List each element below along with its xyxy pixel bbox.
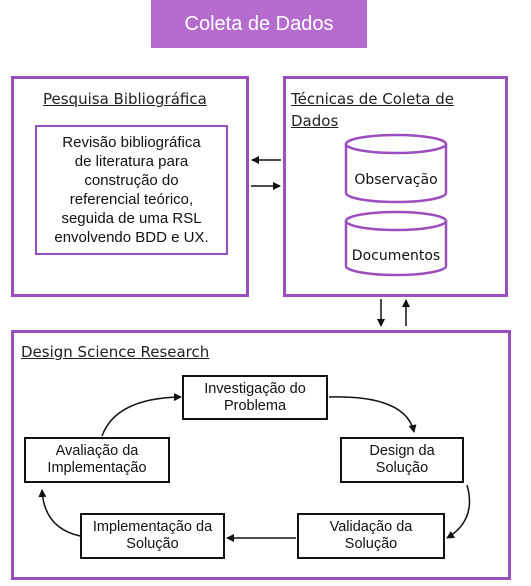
node-validacao-line2: Solução	[344, 536, 398, 552]
node-investigacao: Investigação do Problema	[182, 375, 328, 420]
node-implementacao: Implementação da Solução	[80, 513, 225, 559]
pesquisa-line: seguida de uma RSL	[61, 210, 202, 227]
pesquisa-line: construção do	[84, 172, 179, 189]
pesquisa-title: Pesquisa Bibliográfica	[43, 90, 207, 108]
pesquisa-line: envolvendo BDD e UX.	[54, 229, 209, 246]
node-design-line1: Design da	[369, 443, 435, 459]
tecnicas-title: Técnicas de Coleta de Dados	[291, 88, 454, 132]
pesquisa-line: de literatura para	[74, 153, 189, 170]
node-design-line2: Solução	[375, 460, 429, 476]
header-title: Coleta de Dados	[184, 12, 334, 35]
tecnicas-title-line1: Técnicas de Coleta de	[291, 90, 454, 108]
pesquisa-line: referencial teórico,	[69, 191, 194, 208]
node-investigacao-line2: Problema	[223, 397, 287, 414]
node-avaliacao-line2: Implementação	[47, 460, 147, 476]
pesquisa-description: Revisão bibliográfica de literatura para…	[54, 133, 208, 247]
documentos-label: Documentos	[351, 248, 441, 264]
node-avaliacao-line1: Avaliação da	[55, 443, 139, 459]
node-design: Design da Solução	[340, 437, 464, 483]
pesquisa-description-box: Revisão bibliográfica de literatura para…	[35, 125, 228, 255]
node-implementacao-line2: Solução	[126, 536, 179, 552]
node-avaliacao: Avaliação da Implementação	[24, 437, 170, 483]
node-implementacao-line1: Implementação da	[92, 519, 213, 535]
header-title-box: Coleta de Dados	[151, 0, 367, 48]
node-investigacao-line1: Investigação do	[204, 380, 306, 397]
pesquisa-line: Revisão bibliográfica	[62, 134, 201, 151]
tecnicas-title-line2: Dados	[291, 112, 339, 130]
node-validacao-line1: Validação da	[329, 519, 413, 535]
node-validacao: Validação da Solução	[297, 513, 445, 559]
dsr-title: Design Science Research	[21, 343, 210, 361]
pesquisa-panel	[11, 76, 249, 297]
observacao-label: Observação	[354, 172, 438, 188]
